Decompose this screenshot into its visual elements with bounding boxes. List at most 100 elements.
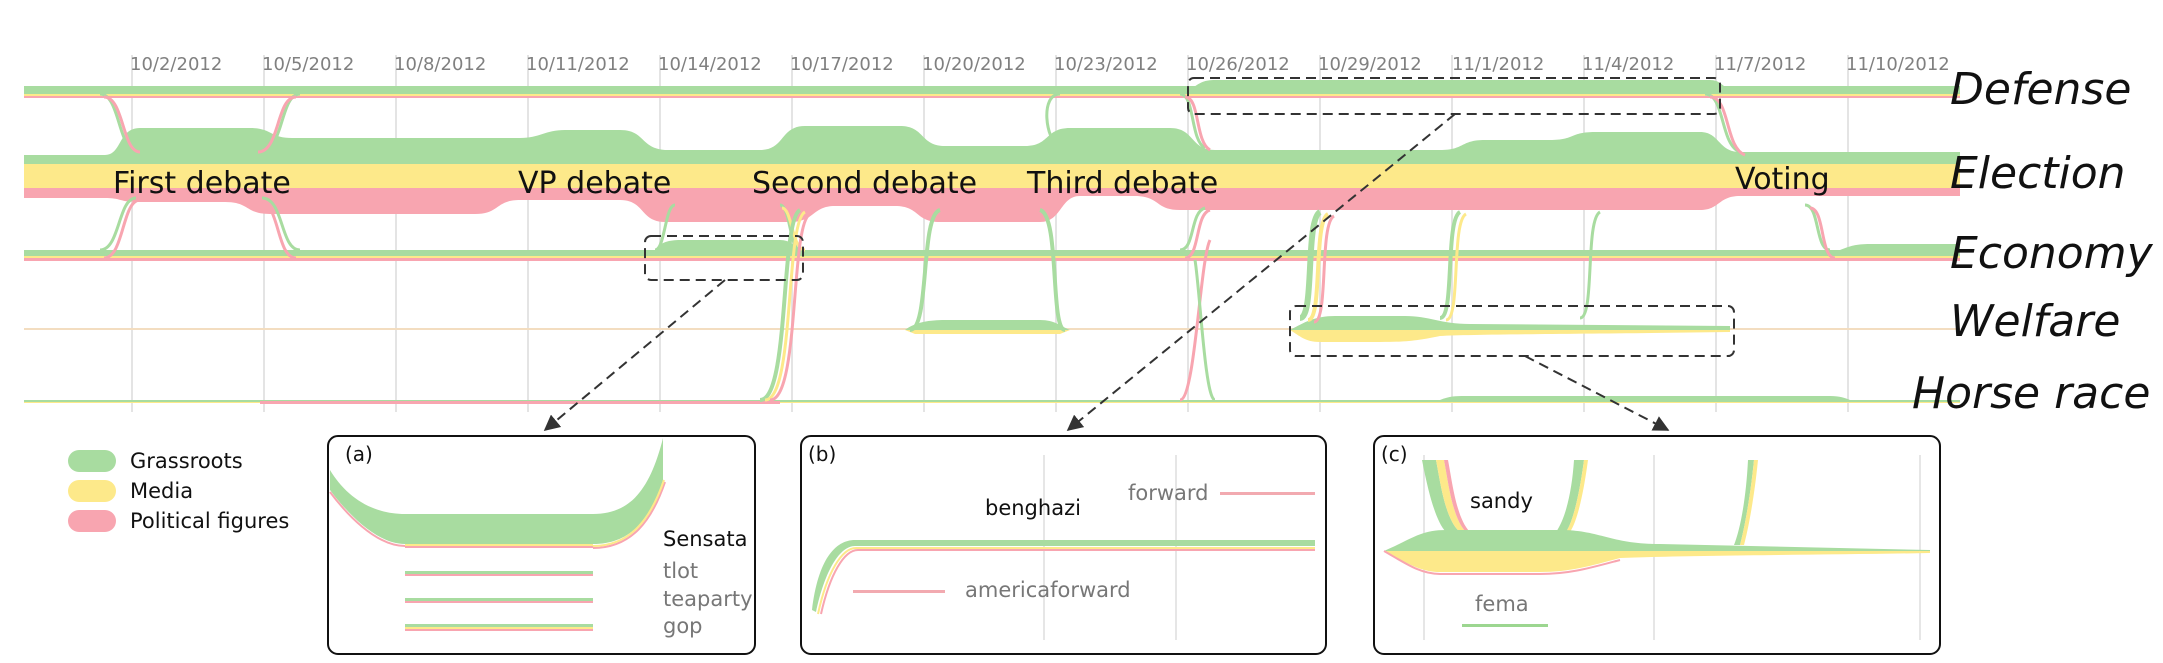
date-label: 10/17/2012	[790, 54, 894, 75]
topic-labels: Defense Election Economy Welfare Horse r…	[1912, 64, 2154, 419]
horse-race-media-band	[24, 402, 1960, 403]
date-label: 11/7/2012	[1714, 54, 1806, 75]
date-axis: 10/2/2012 10/5/2012 10/8/2012 10/11/2012…	[130, 54, 1950, 75]
highlight-box-c	[1289, 305, 1735, 357]
defense-political-band	[24, 96, 1960, 98]
date-label: 10/23/2012	[1054, 54, 1158, 75]
election-stream	[24, 126, 1960, 222]
inset-a-line-gop-political	[405, 629, 593, 631]
inset-c-label-fema: fema	[1475, 592, 1529, 616]
event-vp-debate: VP debate	[518, 166, 671, 201]
highlight-arrows	[543, 113, 1670, 432]
inset-b-line-forward	[1220, 492, 1315, 495]
inset-c-letter: (c)	[1381, 442, 1408, 466]
inset-c: (c) sandy fema	[1373, 435, 1941, 655]
inset-a-band-political	[405, 546, 593, 548]
inset-c-left-descend	[1422, 460, 1460, 532]
inset-c-mid-descend-media	[1566, 460, 1588, 532]
date-label: 10/26/2012	[1186, 54, 1290, 75]
date-label: 10/8/2012	[394, 54, 486, 75]
welfare-branch-oct20	[905, 320, 1070, 330]
inset-b-label-benghazi: benghazi	[985, 496, 1081, 520]
inset-a-right-curve-edge	[592, 481, 666, 549]
legend-swatch-grassroots	[68, 450, 116, 472]
legend-swatch-political	[68, 510, 116, 532]
welfare-stream	[24, 316, 1960, 342]
arrow-to-inset-b	[1066, 113, 1456, 432]
inset-a-line-gop	[405, 624, 593, 627]
date-label: 11/4/2012	[1582, 54, 1674, 75]
date-gridlines	[131, 55, 1849, 412]
welfare-sandy-bulge	[1290, 316, 1730, 330]
arrow-to-inset-a	[543, 279, 726, 432]
inset-a-line-teaparty	[405, 598, 593, 601]
economy-bulge-end	[1840, 244, 1960, 250]
legend-label-media: Media	[130, 479, 193, 503]
date-label: 11/1/2012	[1452, 54, 1544, 75]
arrow-to-inset-c	[1524, 355, 1670, 431]
horse-race-political-band	[260, 401, 780, 404]
inset-b-letter: (b)	[808, 442, 836, 466]
defense-stream	[24, 80, 1960, 98]
welfare-sandy-media	[1290, 330, 1730, 342]
defense-media-band	[24, 94, 1960, 96]
topic-horse-race: Horse race	[1912, 368, 2150, 419]
economy-stream	[24, 240, 1960, 261]
inset-a-letter: (a)	[345, 442, 373, 466]
legend-label-grassroots: Grassroots	[130, 449, 243, 473]
date-label: 10/2/2012	[130, 54, 222, 75]
event-second-debate: Second debate	[752, 166, 977, 201]
event-labels: First debate VP debate Second debate Thi…	[113, 162, 1830, 201]
inset-a-label-teaparty: teaparty	[663, 587, 753, 611]
election-grassroots-band	[24, 126, 1960, 164]
inset-c-right-descend-media	[1740, 460, 1758, 545]
inset-c-bulge-media	[1384, 551, 1930, 572]
inset-c-mid-descend	[1556, 460, 1584, 532]
inset-c-bulge-grassroots	[1384, 530, 1930, 551]
inset-a-label-gop: gop	[663, 614, 703, 638]
inset-b-curve-media	[817, 547, 1315, 615]
date-label: 10/20/2012	[922, 54, 1026, 75]
inset-a-left-curve	[330, 440, 405, 544]
inset-a-line-tlot-edge	[405, 574, 593, 576]
horse-race-grassroots-band	[24, 400, 1960, 402]
inset-c-line-fema	[1462, 624, 1548, 627]
inset-c-right-descend	[1734, 460, 1754, 545]
economy-bulge	[655, 240, 800, 250]
inset-a-label-tlot: tlot	[663, 559, 698, 583]
inset-a-left-curve-edge	[329, 491, 406, 547]
event-first-debate: First debate	[113, 166, 291, 201]
topic-welfare: Welfare	[1950, 296, 2120, 347]
inset-a-line-tlot	[405, 571, 593, 574]
inset-b-line-americaforward	[853, 590, 945, 593]
transition-curves	[99, 92, 1836, 402]
inset-a-band	[405, 514, 593, 544]
economy-grassroots-band	[24, 250, 1960, 256]
highlight-box-a	[644, 235, 804, 281]
legend-swatch-media	[68, 480, 116, 502]
inset-c-bulge-political	[1383, 550, 1621, 575]
inset-b: (b) benghazi forward americaforward	[800, 435, 1327, 655]
inset-a-label-sensata: Sensata	[663, 527, 747, 551]
legend-label-political: Political figures	[130, 509, 289, 533]
election-media-band	[24, 164, 1960, 188]
defense-widening	[1190, 80, 1730, 90]
event-voting: Voting	[1735, 162, 1830, 197]
horse-race-stream	[24, 396, 1960, 404]
inset-a: (a) Sensata tlot teaparty gop	[327, 435, 756, 655]
welfare-branch-oct20-media	[905, 330, 1070, 334]
inset-b-label-americaforward: americaforward	[965, 578, 1131, 602]
topic-defense: Defense	[1950, 64, 2131, 115]
inset-a-line-gop-media	[405, 627, 593, 629]
economy-political-band	[24, 258, 1960, 261]
date-label: 11/10/2012	[1846, 54, 1950, 75]
legend: Grassroots Media Political figures	[68, 449, 289, 533]
inset-a-right-curve-edge2	[592, 479, 665, 547]
topic-economy: Economy	[1950, 228, 2154, 279]
inset-c-label-sandy: sandy	[1470, 489, 1533, 513]
date-label: 10/5/2012	[262, 54, 354, 75]
inset-c-left-descend-media	[1436, 460, 1466, 532]
economy-media-band	[24, 256, 1960, 258]
inset-a-right-curve	[593, 438, 663, 544]
